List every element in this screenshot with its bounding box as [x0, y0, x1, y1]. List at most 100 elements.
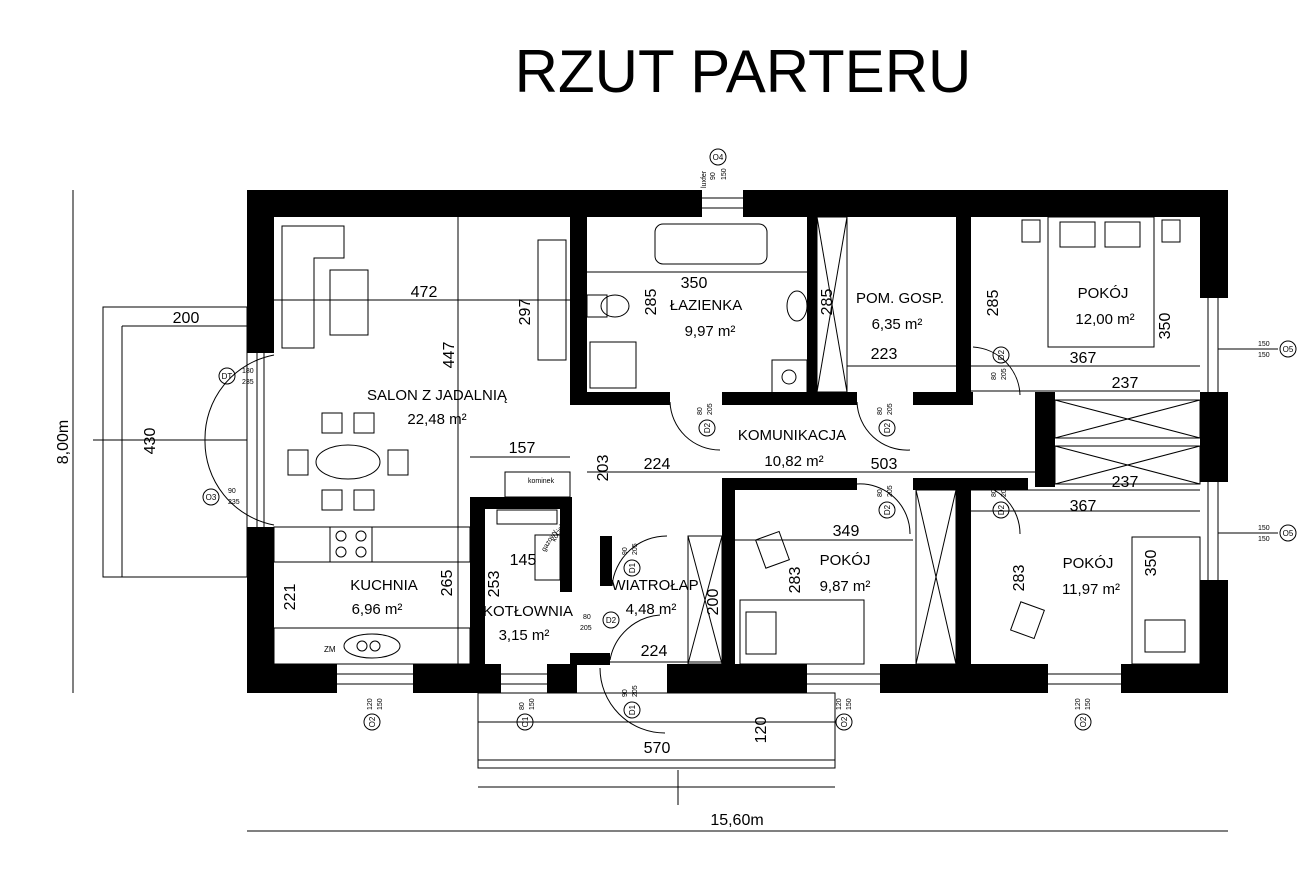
room-area: 9,97 m² — [685, 323, 736, 340]
window-marker: O1 80 150 — [516, 698, 536, 731]
window-marker: O4 luxfer 90 150 — [701, 148, 728, 188]
dimension: 221 — [282, 584, 299, 611]
svg-text:150: 150 — [1085, 698, 1092, 710]
svg-text:90: 90 — [710, 172, 717, 180]
room-area: 3,15 m² — [499, 627, 550, 644]
dimension: 570 — [644, 740, 671, 757]
dimension: 237 — [1112, 375, 1139, 392]
svg-text:205: 205 — [632, 543, 639, 555]
room-area: 4,48 m² — [626, 601, 677, 618]
wardrobes — [687, 216, 1201, 665]
room-name: WIATROŁAP — [611, 577, 698, 594]
dimension: 253 — [486, 571, 503, 598]
svg-text:O1: O1 — [521, 716, 530, 727]
room-name: SALON Z JADALNIĄ — [367, 387, 508, 404]
svg-text:O2: O2 — [368, 716, 377, 727]
room-name: KOMUNIKACJA — [738, 427, 846, 444]
window-marker: O2 120 150 — [1074, 698, 1092, 731]
svg-text:150: 150 — [1258, 525, 1270, 532]
plan-title: RZUT PARTERU — [515, 38, 972, 105]
dimension: 430 — [142, 428, 159, 455]
room-area: 6,35 m² — [872, 316, 923, 333]
markers: O4 luxfer 90 150 O5 150 150 O5 150 150 O… — [202, 148, 1297, 731]
svg-text:205: 205 — [887, 403, 894, 415]
dimension: 145 — [510, 552, 537, 569]
room-name: POKÓJ — [1063, 555, 1114, 572]
svg-text:80: 80 — [991, 489, 998, 497]
svg-text:150: 150 — [1258, 536, 1270, 543]
dimension: 283 — [787, 567, 804, 594]
room-area: 12,00 m² — [1075, 311, 1134, 328]
window-marker: O2 120 150 — [835, 698, 853, 731]
dimension: 367 — [1070, 350, 1097, 367]
room-name: KOTŁOWNIA — [483, 603, 573, 620]
dimension: 237 — [1112, 474, 1139, 491]
door-marker: D2 80 205 — [877, 485, 896, 519]
dimension: 503 — [871, 456, 898, 473]
room-name: POKÓJ — [820, 552, 871, 569]
svg-text:D1: D1 — [628, 704, 637, 715]
dimension: 285 — [643, 289, 660, 316]
dimension: 472 — [411, 284, 438, 301]
door-marker: DT 180 235 — [218, 367, 254, 386]
meter-label: ZM — [324, 645, 336, 654]
dimension: 283 — [1011, 565, 1028, 592]
svg-text:D1: D1 — [628, 562, 637, 573]
svg-text:D2: D2 — [703, 422, 712, 433]
svg-text:DT: DT — [222, 372, 233, 381]
svg-text:90: 90 — [622, 689, 629, 697]
door-marker: D2 80 205 — [991, 485, 1010, 519]
svg-text:O3: O3 — [206, 493, 217, 502]
svg-text:80: 80 — [991, 372, 998, 380]
room-area: 6,96 m² — [352, 601, 403, 618]
svg-text:D2: D2 — [883, 504, 892, 515]
terrace — [102, 306, 836, 788]
svg-text:O2: O2 — [1079, 716, 1088, 727]
door-marker: D1 90 205 — [622, 685, 641, 719]
svg-text:235: 235 — [228, 499, 240, 506]
window-marker: O5 150 150 — [1218, 524, 1297, 543]
dimension: 367 — [1070, 498, 1097, 515]
dimension: 224 — [641, 643, 668, 660]
door-marker: D2 80 205 — [991, 346, 1010, 380]
svg-text:90: 90 — [622, 547, 629, 555]
dimension: 447 — [441, 342, 458, 369]
dimension: 223 — [871, 346, 898, 363]
svg-text:150: 150 — [377, 698, 384, 710]
svg-text:90: 90 — [228, 488, 236, 495]
door-swings — [204, 346, 1021, 734]
exterior-walls — [247, 190, 1228, 693]
room-area: 22,48 m² — [407, 411, 466, 428]
room-name: POM. GOSP. — [856, 290, 944, 307]
svg-text:205: 205 — [887, 485, 894, 497]
svg-text:235: 235 — [242, 379, 254, 386]
dimension-labels: 15,60m 8,00m 472 447 350 297 285 285 223… — [55, 275, 1174, 829]
svg-text:150: 150 — [1258, 352, 1270, 359]
dimension: 120 — [753, 717, 770, 744]
svg-text:D2: D2 — [883, 422, 892, 433]
dimension: 265 — [439, 570, 456, 597]
svg-text:80: 80 — [877, 407, 884, 415]
svg-text:luxfer: luxfer — [701, 170, 708, 188]
svg-text:120: 120 — [836, 698, 843, 710]
svg-text:O4: O4 — [713, 153, 724, 162]
fireplace-label: kominek — [528, 478, 555, 485]
dimension: 285 — [985, 290, 1002, 317]
svg-text:120: 120 — [367, 698, 374, 710]
dimension: 157 — [509, 440, 536, 457]
window-openings — [256, 197, 1219, 685]
svg-text:80: 80 — [583, 614, 591, 621]
interior-walls — [470, 217, 1055, 668]
dimension-lines — [72, 190, 1228, 832]
dimension: 349 — [833, 523, 860, 540]
dimension: 350 — [681, 275, 708, 292]
svg-text:205: 205 — [632, 685, 639, 697]
svg-text:150: 150 — [1258, 341, 1270, 348]
svg-text:O2: O2 — [840, 716, 849, 727]
svg-text:D2: D2 — [606, 616, 617, 625]
window-marker: O2 120 150 — [363, 698, 384, 731]
room-area: 9,87 m² — [820, 578, 871, 595]
svg-text:205: 205 — [580, 625, 592, 632]
svg-text:80: 80 — [697, 407, 704, 415]
svg-text:150: 150 — [721, 168, 728, 180]
